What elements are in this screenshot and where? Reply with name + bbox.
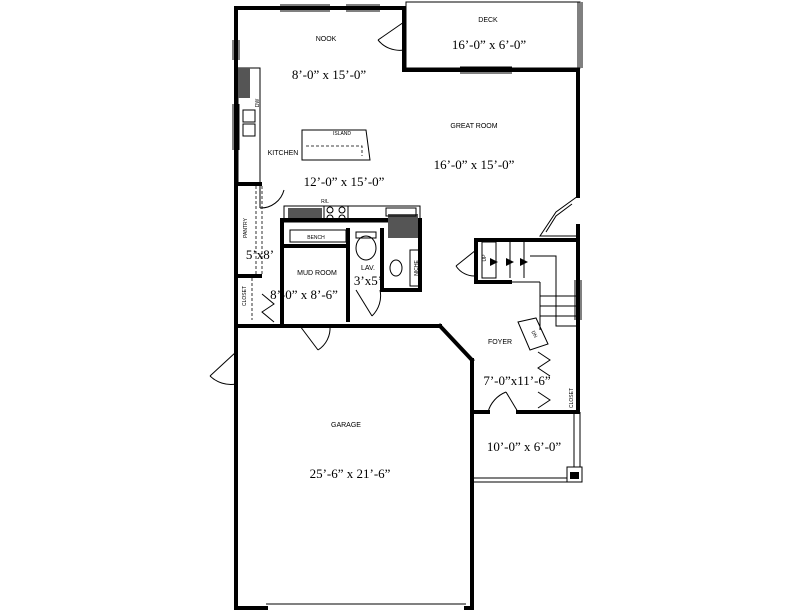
room-dim-mud-room: 8’-0” x 8’-6” xyxy=(270,287,338,302)
room-name-mud-room: MUD ROOM xyxy=(297,270,337,277)
room-dim-deck: 16’-0” x 6’-0” xyxy=(452,37,527,52)
room-name-foyer: FOYER xyxy=(488,339,512,346)
room-name-kitchen: KITCHEN xyxy=(268,150,299,157)
fixture-labels: ISLAND BENCH R/L DW NICHE CLOSET CLOSET … xyxy=(242,99,575,408)
bench-label: BENCH xyxy=(307,235,325,241)
walls xyxy=(234,6,580,610)
dishwasher-label: DW xyxy=(255,99,261,108)
kitchen-counters xyxy=(237,67,421,243)
room-dim-great-room: 16’-0” x 15’-0” xyxy=(434,157,515,172)
room-dim-kitchen: 12’-0” x 15’-0” xyxy=(304,174,385,189)
island-label: ISLAND xyxy=(333,131,351,137)
closet-label: CLOSET xyxy=(242,286,248,306)
lav-fixtures xyxy=(355,231,421,287)
stair-down-label: DN xyxy=(529,330,538,340)
doors xyxy=(209,21,551,413)
room-dim-lav: 3’x5’ xyxy=(354,273,382,288)
fireplace xyxy=(539,195,579,237)
windows xyxy=(232,4,582,320)
room-name-pantry: PANTRY xyxy=(243,217,249,237)
room-name-great-room: GREAT ROOM xyxy=(450,123,497,130)
room-dim-porch: 10’-0” x 6’-0” xyxy=(487,439,562,454)
stair-up-label: UP xyxy=(482,254,488,262)
room-dim-foyer: 7’-0”x11’-6” xyxy=(483,373,551,388)
room-dim-pantry: 5’x8’ xyxy=(246,247,274,262)
porch xyxy=(472,412,583,483)
room-dim-nook: 8’-0” x 15’-0” xyxy=(292,67,367,82)
room-labels: NOOK 8’-0” x 15’-0” DECK 16’-0” x 6’-0” … xyxy=(243,17,561,481)
niche-label: NICHE xyxy=(414,260,420,276)
refrigerator-label: R/L xyxy=(321,199,329,205)
room-name-garage: GARAGE xyxy=(331,422,361,429)
room-name-lav: LAV. xyxy=(361,265,375,272)
closet-foyer-label: CLOSET xyxy=(569,388,575,408)
room-dim-garage: 25’-6” x 21’-6” xyxy=(310,466,391,481)
deck xyxy=(405,1,583,69)
room-name-nook: NOOK xyxy=(316,36,337,43)
room-name-deck: DECK xyxy=(478,17,498,24)
stairs xyxy=(481,241,576,351)
